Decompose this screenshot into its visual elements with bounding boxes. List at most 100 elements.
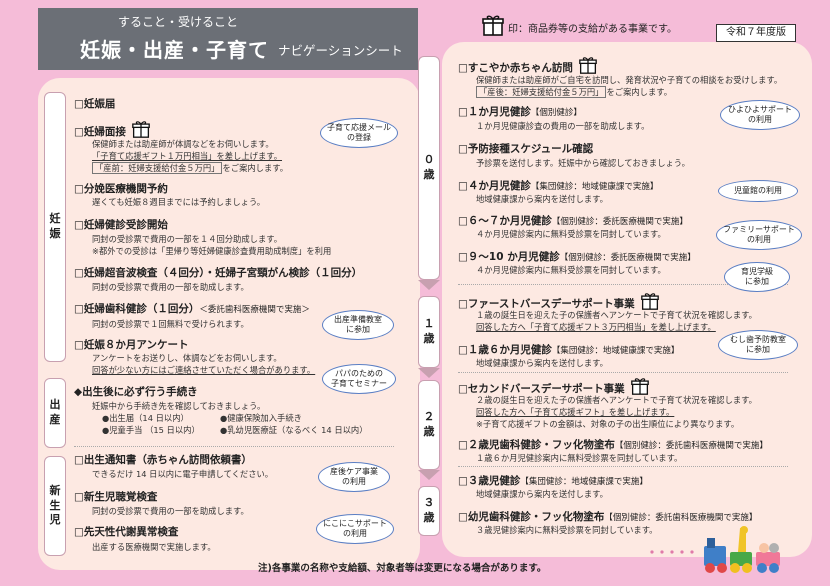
divider [74, 446, 394, 447]
bubble-text: 出産準備教室 [334, 315, 382, 324]
stage-arrow [418, 280, 440, 290]
item-tag: 【集団健診：地域健康課で実施】 [520, 477, 648, 487]
bubble-nikoniko-support: にこにこサポートの利用 [316, 514, 394, 544]
bubble-text: 子育て応援メール [327, 123, 391, 132]
item-first-birthday-support: □ファーストバースデーサポート事業 [458, 292, 659, 311]
desc-line: 回答した方へ「子育て応援ギフト３万円相当」を差し上げます。 [476, 322, 716, 333]
desc-line: 同封の受診票で費用の一部を１４回分助成します。 [92, 234, 283, 244]
stage-char: 産 [49, 413, 61, 426]
stage-char: 新 [49, 483, 61, 497]
item-one-month-checkup: □１か月児健診【個別健診】 [458, 104, 582, 119]
desc-line: ※都外での受診は「里帰り等妊婦健康診査費用助成制度」を利用 [92, 246, 332, 257]
item-tag: 【個別健診：委託医療機関で実施】 [551, 217, 688, 227]
header-nav-label: ナビゲーションシート [278, 43, 403, 58]
stage-char: 歳 [423, 425, 435, 438]
item-desc: ３歳児健診案内に無料受診票を同封しています。 [476, 525, 658, 535]
stage-char: ０ [423, 153, 435, 167]
item-six-month-checkup: □６～７か月児健診【個別健診：委託医療機関で実施】 [458, 213, 688, 228]
item-title: □２歳児歯科健診・フッ化物塗布 [458, 439, 615, 451]
item-desc: 同封の受診票で費用の一部を助成します。 [92, 282, 249, 292]
item-two-year-dental: □２歳児歯科健診・フッ化物塗布【個別健診：委託歯科医療機関で実施】 [458, 437, 768, 452]
bubble-text: の利用 [343, 529, 367, 538]
bubble-text: ファミリーサポート [723, 225, 795, 234]
item-pregnancy-interview: □妊婦面接 [74, 120, 150, 139]
stage-char: 生 [49, 498, 61, 512]
item-post-birth-procedures: ◆出生後に必ず行う手続き [74, 386, 198, 398]
item-metabolic-test: □先天性代謝異常検査 [74, 526, 179, 538]
item-desc: 出産する医療機関で実施します。 [92, 542, 216, 552]
desc-line: 「産後：妊婦支援給付金５万円」をご案内します。 [476, 86, 782, 99]
page-title: 妊娠・出産・子育て [80, 38, 269, 62]
dotted-trail-decoration [650, 550, 694, 554]
stage-char: 歳 [423, 332, 435, 345]
bubble-prenatal-class: 出産準備教室に参加 [322, 310, 394, 340]
item-tag: 【個別健診：委託歯科医療機関で実施】 [614, 441, 768, 451]
item-title: □妊婦歯科健診（１回分） [74, 303, 200, 315]
item-tag: 【個別健診】 [530, 108, 582, 118]
item-second-birthday-support: □セカンドバースデーサポート事業 [458, 377, 649, 396]
item-desc: 同封の受診票で１回無料で受けられます。 [92, 319, 249, 329]
bubble-text: に参加 [346, 325, 370, 334]
item-title: □４か月児健診 [458, 180, 531, 192]
legend-text: 印：商品券等の支給がある事業です。 [508, 24, 677, 35]
item-title: □１歳６か月児健診 [458, 344, 552, 356]
bubble-childrens-hall: 児童館の利用 [718, 180, 798, 202]
bubble-text: の登録 [347, 133, 371, 142]
item-title: □６～７か月児健診 [458, 215, 552, 227]
gift-icon [579, 57, 597, 74]
desc-line: １歳の誕生日を迎えた子の保護者へアンケートで子育て状況を確認します。 [476, 310, 757, 320]
item-desc: 地域健康課から案内を送付します。 [476, 358, 608, 368]
bubble-cavity-prevention: むし歯予防教室に参加 [718, 330, 798, 360]
desc-text: ●健康保険加入手続き [220, 413, 302, 424]
item-desc: ２歳の誕生日を迎えた子の保護者へアンケートで子育て状況を確認します。 回答した方… [476, 394, 757, 430]
header-subtitle: すること・受けること [118, 15, 239, 29]
stage-arrow [418, 470, 440, 480]
bubble-text: に参加 [746, 345, 770, 354]
bubble-text: 児童館の利用 [734, 186, 782, 195]
item-desc: 地域健康課から案内を送付します。 [476, 194, 608, 204]
gift-icon [630, 378, 649, 395]
item-title: □幼児歯科健診・フッ化物塗布 [458, 511, 605, 523]
item-desc: 予診票を送付します。妊娠中から確認しておきましょう。 [476, 158, 690, 168]
item-eighteen-month-checkup: □１歳６か月児健診【集団健診：地域健康課で実施】 [458, 342, 679, 357]
desc-boxed: 「産後：妊婦支援給付金５万円」 [476, 86, 607, 99]
desc-line: ２歳の誕生日を迎えた子の保護者へアンケートで子育て状況を確認します。 [476, 395, 757, 405]
item-title: □妊婦面接 [74, 126, 126, 138]
item-title: □すこやか赤ちゃん訪問 [458, 62, 573, 74]
item-tag: 【個別健診：委託歯科医療機関で実施】 [604, 513, 758, 523]
page-header: すること・受けること 妊娠・出産・子育て ナビゲーションシート [38, 8, 418, 70]
stage-char: 児 [49, 513, 61, 527]
desc-line: 「産前：妊婦支援給付金５万円」をご案内します。 [92, 162, 289, 175]
desc-line: 保健師または助産師がご自宅を訪問し、発育状況や子育ての相談をお受けします。 [476, 75, 783, 85]
item-baby-visit: □すこやか赤ちゃん訪問 [458, 56, 597, 75]
stage-char: 出 [49, 398, 61, 412]
bubble-text: に参加 [745, 277, 769, 286]
item-title: □セカンドバースデーサポート事業 [458, 383, 625, 395]
item-vaccination-schedule: □予防接種スケジュール確認 [458, 143, 594, 155]
desc-line: 妊娠中から手続き先を確認しておきましょう。 [92, 401, 266, 411]
footer-note: 注)各事業の名称や支給額、対象者等は変更になる場合があります。 [258, 563, 547, 574]
year-badge: 令和７年度版 [716, 24, 796, 42]
item-ultrasound-exam: □妊婦超音波検査（４回分）・妊婦子宮頸がん検診（１回分） [74, 267, 363, 279]
item-nine-month-checkup: □９～10 か月児健診【個別健診：委託医療機関で実施】 [458, 249, 696, 264]
bubble-text: にこにこサポート [323, 519, 387, 528]
gift-icon [482, 15, 504, 36]
item-title: □９～10 か月児健診 [458, 251, 560, 263]
item-desc: 同封の受診票で費用の一部を１４回分助成します。 ※都外での受診は「里帰り等妊婦健… [92, 233, 331, 257]
bubble-text: 産後ケア事業 [330, 467, 378, 476]
gift-icon [640, 293, 659, 310]
desc-text: をご案内します。 [222, 163, 289, 174]
desc-line: 「子育て応援ギフト１万円相当」を差し上げます。 [92, 151, 283, 162]
bubble-hiyohiyo-support: ひよひよサポートの利用 [720, 100, 800, 130]
item-desc: 地域健康課から案内を送付します。 [476, 489, 608, 499]
item-desc: アンケートをお送りし、体調などをお伺いします。 回答が少ない方にはご連絡させてい… [92, 352, 315, 376]
desc-line: ●出生届（14 日以内） ●健康保険加入手続き [92, 412, 392, 424]
item-desc: 保健師または助産師が体調などをお伺いします。 「子育て応援ギフト１万円相当」を差… [92, 138, 289, 175]
item-four-month-checkup: □４か月児健診【集団健診：地域健康課で実施】 [458, 178, 658, 193]
item-tag: 【集団健診：地域健康課で実施】 [551, 346, 680, 356]
desc-text: ●出生届（14 日以内） [102, 413, 189, 424]
item-title: □３歳児健診 [458, 475, 521, 487]
desc-line: 回答が少ない方にはご連絡させていただく場合があります。 [92, 365, 316, 376]
divider [458, 284, 788, 285]
bubble-text: 育児学級 [741, 267, 773, 276]
